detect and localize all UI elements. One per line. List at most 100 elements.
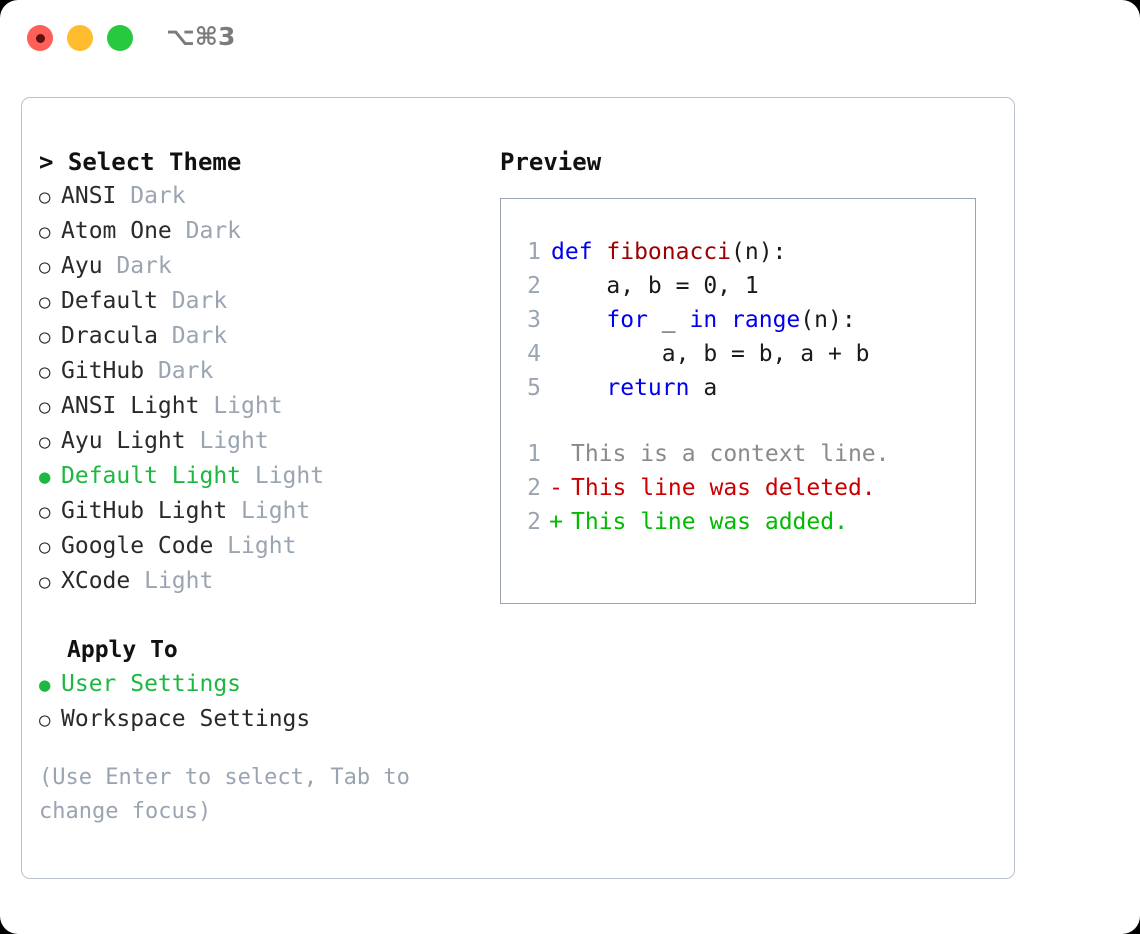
diff-sample: 1 This is a context line.2-This line was… <box>513 437 975 539</box>
apply-to-option-workspace-settings[interactable]: ○ Workspace Settings <box>39 702 479 737</box>
theme-option-category: Light <box>130 568 214 594</box>
theme-option-ansi-light[interactable]: ○ ANSI Light Light <box>39 389 479 424</box>
code-line: 4 a, b = b, a + b <box>513 337 975 371</box>
diff-text: This is a context line. <box>571 441 890 467</box>
theme-option-xcode[interactable]: ○XCode Light <box>39 564 479 599</box>
theme-option-category: Light <box>199 393 283 419</box>
apply-to-option-user-settings[interactable]: ●User Settings <box>39 667 479 702</box>
apply-to-option-label: Workspace Settings <box>61 706 311 732</box>
line-number: 4 <box>527 341 541 367</box>
maximize-button[interactable] <box>107 25 133 51</box>
line-number: 1 <box>527 239 541 265</box>
diff-sign <box>541 437 571 471</box>
title-bar: ⌥⌘3 <box>0 0 1140 80</box>
code-token: fibonacci <box>606 239 732 265</box>
close-button[interactable] <box>27 25 53 51</box>
select-theme-header: > Select Theme <box>39 148 242 176</box>
theme-option-ansi[interactable]: ○ ANSI Dark <box>39 179 479 214</box>
diff-line: 1 This is a context line. <box>513 437 975 471</box>
radio-unselected-icon: ○ <box>39 326 51 348</box>
code-token: return <box>606 375 690 401</box>
theme-list-column: > Select Theme ○ANSI Dark○Atom One Dark○… <box>39 145 479 829</box>
theme-option-atom-one[interactable]: ○Atom One Dark <box>39 214 479 249</box>
code-text: def fibonacci(n): <box>541 235 786 269</box>
theme-option-github[interactable]: ○ GitHub Dark <box>39 354 479 389</box>
radio-unselected-icon: ○ <box>39 396 51 418</box>
code-text: a, b = 0, 1 <box>541 269 759 303</box>
spacer <box>513 405 975 437</box>
radio-unselected-icon: ○ <box>39 709 51 731</box>
code-token <box>551 307 606 333</box>
theme-option-label: Default <box>61 288 158 314</box>
code-token <box>551 375 606 401</box>
theme-option-label: XCode <box>61 568 131 594</box>
code-text: return a <box>541 371 717 405</box>
theme-option-dracula[interactable]: ○Dracula Dark <box>39 319 479 354</box>
theme-option-label: Ayu <box>61 253 103 279</box>
diff-text: This line was deleted. <box>571 475 876 501</box>
theme-option-label: Ayu Light <box>61 428 186 454</box>
radio-unselected-icon: ○ <box>39 501 51 523</box>
radio-unselected-icon: ○ <box>39 291 51 313</box>
theme-option-label: Atom One <box>61 218 172 244</box>
theme-option-category: Light <box>185 428 269 454</box>
theme-option-category: Dark <box>157 288 228 314</box>
radio-selected-icon: ● <box>39 466 51 488</box>
radio-unselected-icon: ○ <box>39 361 51 383</box>
minimize-button[interactable] <box>67 25 93 51</box>
line-number: 2 <box>527 475 541 501</box>
theme-option-github-light[interactable]: ○ GitHub Light Light <box>39 494 479 529</box>
theme-option-default-light[interactable]: ●Default Light Light <box>39 459 479 494</box>
diff-text: This line was added. <box>571 509 848 535</box>
code-token: range <box>731 307 801 333</box>
code-token: (n): <box>731 239 787 265</box>
theme-option-ayu-light[interactable]: ○ Ayu Light Light <box>39 424 479 459</box>
diff-sign: + <box>549 509 563 535</box>
code-line: 3 for _ in range(n): <box>513 303 975 337</box>
theme-option-label: GitHub Light <box>61 498 228 524</box>
preview-header: Preview <box>500 148 602 176</box>
theme-option-label: GitHub <box>61 358 145 384</box>
code-line: 5 return a <box>513 371 975 405</box>
theme-option-category: Light <box>213 533 297 559</box>
line-number: 3 <box>527 307 541 333</box>
window-controls <box>27 25 133 51</box>
theme-option-label: Default Light <box>61 463 242 489</box>
theme-option-category: Light <box>227 498 311 524</box>
radio-unselected-icon: ○ <box>39 256 51 278</box>
code-token: for <box>606 307 648 333</box>
radio-unselected-icon: ○ <box>39 221 51 243</box>
theme-option-category: Dark <box>144 358 214 384</box>
code-token: a, b = 0, 1 <box>551 273 759 299</box>
diff-line: 2-This line was deleted. <box>513 471 975 505</box>
theme-list: ○ ANSI Dark ○ Atom One Dark ○ Ayu Dark ○ Defaul… <box>39 179 479 599</box>
code-text: for _ in range(n): <box>541 303 856 337</box>
theme-option-label: ANSI <box>61 183 117 209</box>
diff-sign: - <box>549 475 563 501</box>
apply-to-list: ●User Settings ○ Workspace Settings <box>39 667 479 737</box>
theme-option-ayu[interactable]: ○Ayu Dark <box>39 249 479 284</box>
theme-option-default[interactable]: ○ Default Dark <box>39 284 479 319</box>
keyboard-hint-text: (Use Enter to select, Tab to change focu… <box>39 765 424 824</box>
line-number: 1 <box>527 441 541 467</box>
apply-to-option-label: User Settings <box>61 671 242 697</box>
theme-option-category: Dark <box>116 183 186 209</box>
code-line: 2 a, b = 0, 1 <box>513 269 975 303</box>
apply-to-header: Apply To <box>67 637 178 663</box>
line-number: 5 <box>527 375 541 401</box>
code-token: _ <box>647 307 690 333</box>
radio-unselected-icon: ○ <box>39 186 51 208</box>
theme-option-google-code[interactable]: ○Google Code Light <box>39 529 479 564</box>
spacer <box>39 599 479 633</box>
code-token: in <box>689 307 718 333</box>
radio-unselected-icon: ○ <box>39 431 51 453</box>
theme-option-category: Dark <box>157 323 228 349</box>
code-token: def <box>551 239 607 265</box>
code-token <box>717 307 731 333</box>
code-token: (n): <box>800 307 856 333</box>
theme-option-label: ANSI Light <box>61 393 200 419</box>
